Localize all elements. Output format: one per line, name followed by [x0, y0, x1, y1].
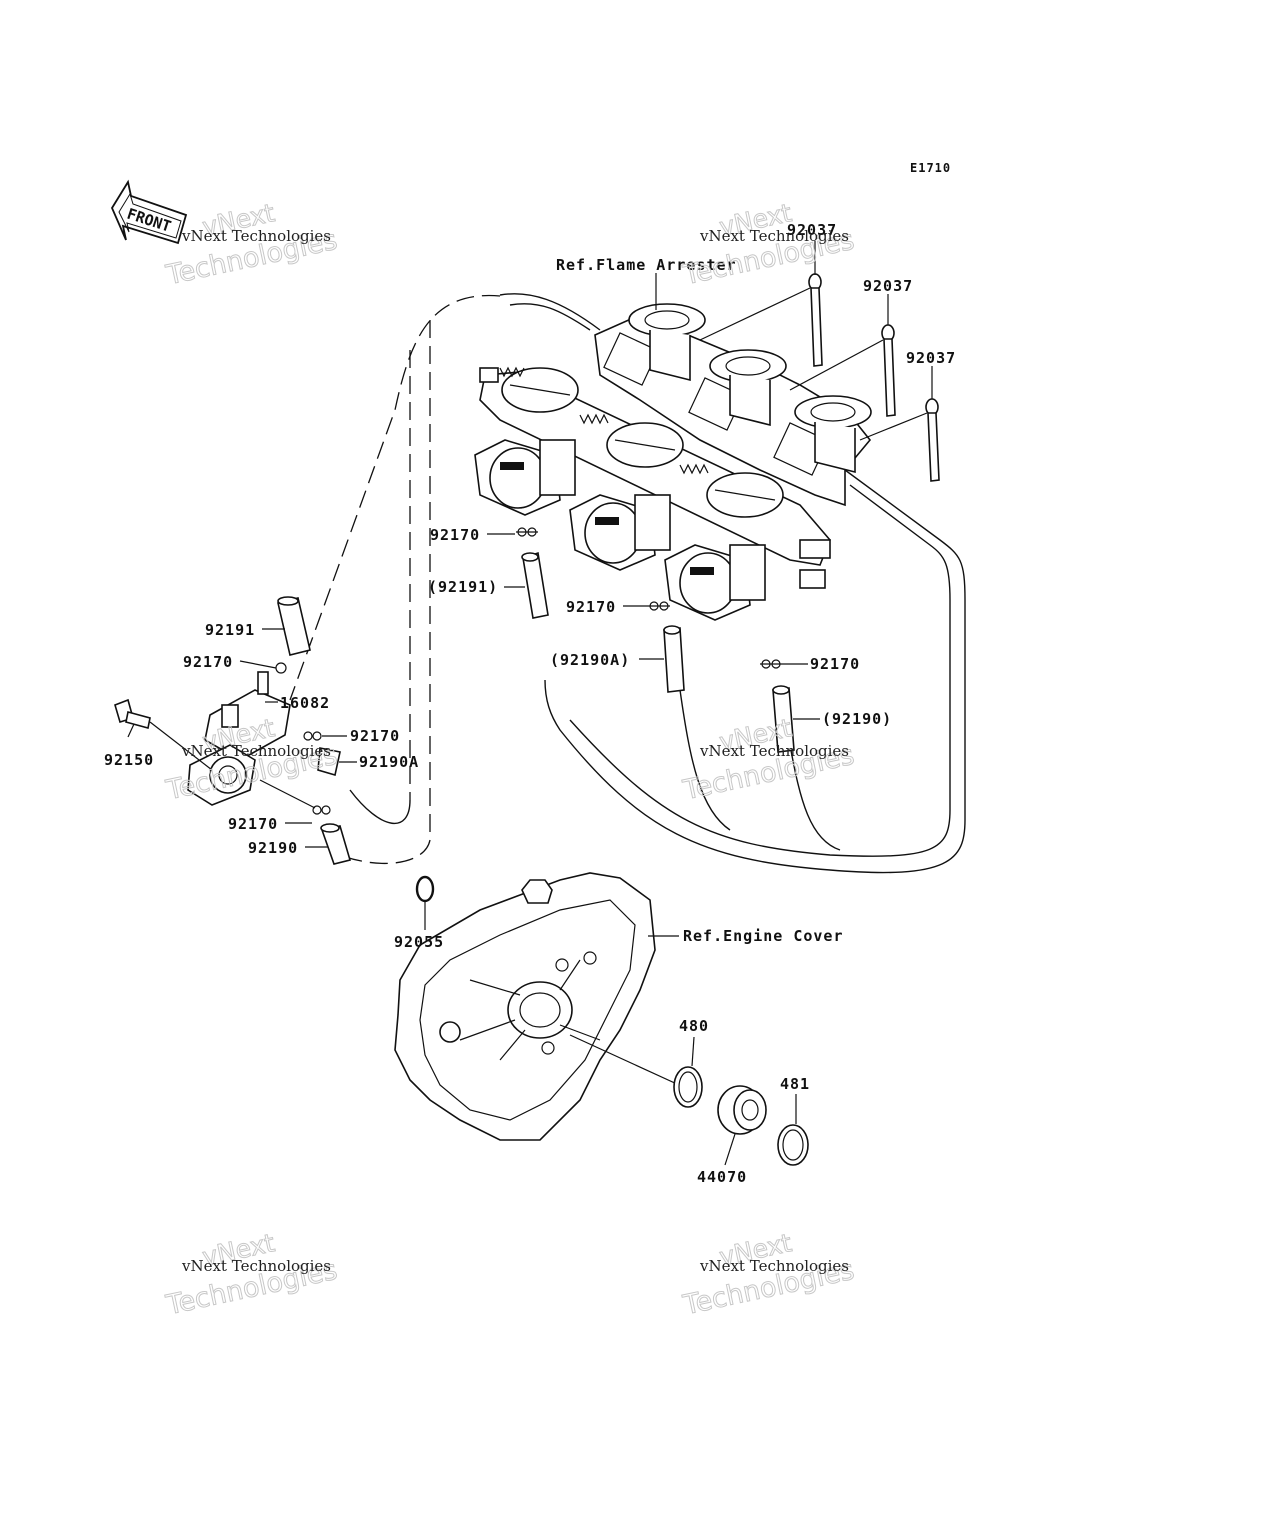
part-label-92190[interactable]: (92190) — [822, 710, 892, 728]
part-label-92191[interactable]: (92191) — [428, 578, 498, 596]
part-label-92191[interactable]: 92191 — [205, 621, 255, 639]
part-label-16082[interactable]: 16082 — [280, 694, 330, 712]
part-label-92037[interactable]: 92037 — [906, 349, 956, 367]
diagram-code: E1710 — [910, 161, 951, 175]
part-label-92170[interactable]: 92170 — [228, 815, 278, 833]
part-label-92150[interactable]: 92150 — [104, 751, 154, 769]
watermark: vNext Technologies — [181, 742, 331, 760]
ref-engine-cover-label: Ref.Engine Cover — [683, 927, 844, 945]
part-label-480[interactable]: 480 — [679, 1017, 709, 1035]
leader-lines — [127, 241, 933, 1166]
watermark: vNext Technologies — [181, 1257, 331, 1275]
watermark: vNext Technologies — [181, 227, 331, 245]
part-label-92170[interactable]: 92170 — [183, 653, 233, 671]
fuel-valve-assembly — [114, 596, 352, 865]
ref-flame-arrester-label: Ref.Flame Arrester — [556, 256, 737, 274]
fuel-hose-routing — [289, 293, 966, 874]
part-label-92170[interactable]: 92170 — [566, 598, 616, 616]
engine-cover — [394, 872, 656, 1141]
part-label-92190a[interactable]: (92190A) — [550, 651, 630, 669]
part-label-481[interactable]: 481 — [780, 1075, 810, 1093]
part-label-92170[interactable]: 92170 — [430, 526, 480, 544]
o-ring-icon — [415, 875, 435, 903]
part-label-92170[interactable]: 92170 — [810, 655, 860, 673]
part-label-92190[interactable]: 92190 — [248, 839, 298, 857]
watermark: vNext Technologies — [699, 227, 849, 245]
bearing-and-circlips — [569, 1034, 809, 1166]
front-arrow-icon: FRONT — [110, 179, 188, 245]
part-label-92190a[interactable]: 92190A — [359, 753, 419, 771]
part-label-44070[interactable]: 44070 — [697, 1168, 747, 1186]
watermark: vNext Technologies — [699, 1257, 849, 1275]
part-label-92055[interactable]: 92055 — [394, 933, 444, 951]
watermark: vNext Technologies — [699, 742, 849, 760]
part-label-92037[interactable]: 92037 — [787, 221, 837, 239]
part-label-92170[interactable]: 92170 — [350, 727, 400, 745]
carburetor-assembly — [474, 303, 872, 621]
part-label-92037[interactable]: 92037 — [863, 277, 913, 295]
cable-ties — [699, 273, 940, 482]
carb-hoses — [516, 527, 795, 753]
